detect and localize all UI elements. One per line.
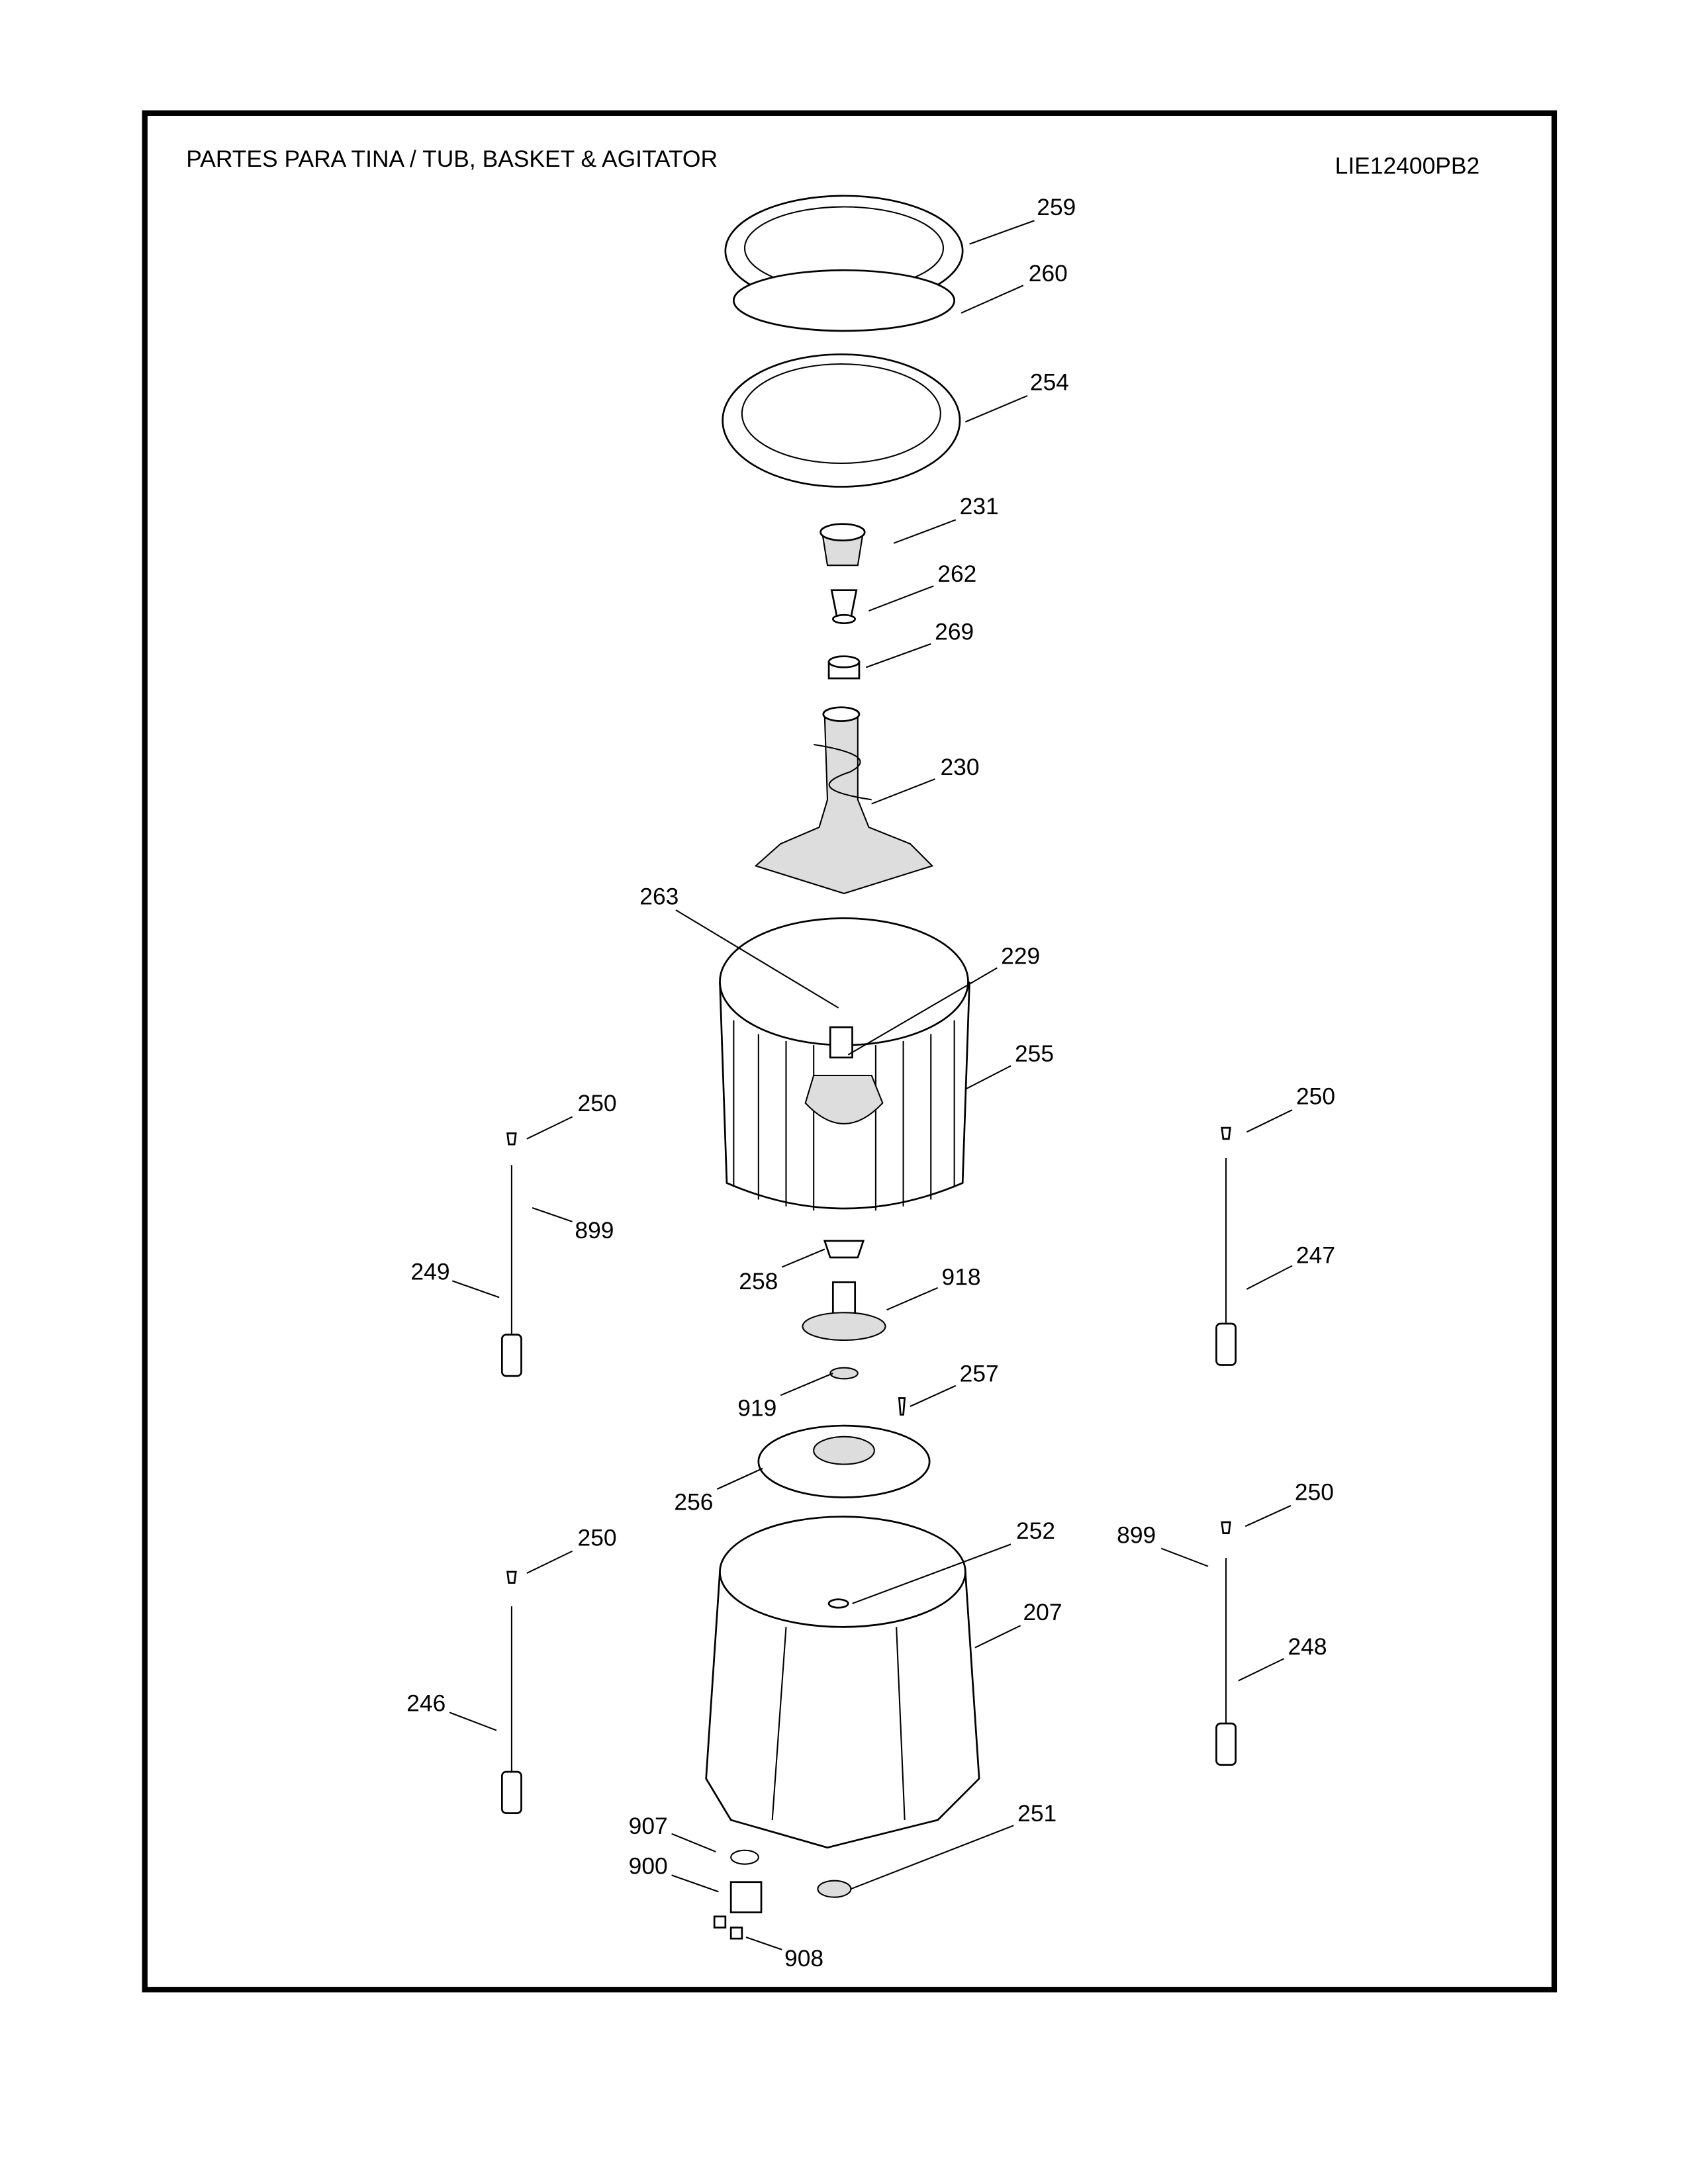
callout-262: 262	[937, 561, 976, 587]
part-207-outer-tub	[705, 1516, 980, 1849]
page-border	[142, 110, 1558, 1993]
callout-251: 251	[1017, 1800, 1056, 1827]
part-257-screw	[898, 1397, 906, 1416]
callout-252: 252	[1016, 1518, 1055, 1544]
part-907-oring	[730, 1849, 759, 1865]
part-919-nut	[829, 1367, 859, 1380]
callout-899: 899	[1117, 1522, 1156, 1548]
part-269-bushing	[827, 655, 861, 680]
part-259-lid-ring	[724, 195, 964, 332]
part-900-valve	[729, 1881, 763, 1913]
callout-255: 255	[1015, 1040, 1054, 1067]
part-908-clips	[713, 1915, 743, 1940]
callout-257: 257	[960, 1361, 999, 1387]
callout-250: 250	[578, 1524, 617, 1551]
callout-919: 919	[737, 1395, 776, 1422]
callout-269: 269	[935, 619, 974, 645]
part-251-grommet	[817, 1880, 852, 1898]
callout-248: 248	[1288, 1633, 1327, 1660]
callout-918: 918	[942, 1264, 981, 1291]
part-262-cone	[830, 589, 858, 625]
callout-908: 908	[784, 1945, 823, 1972]
suspension-rod-246	[500, 1570, 522, 1814]
diagram-title: PARTES PARA TINA / TUB, BASKET & AGITATO…	[186, 146, 718, 172]
callout-256: 256	[674, 1488, 713, 1515]
callout-907: 907	[629, 1813, 668, 1839]
callout-900: 900	[629, 1852, 668, 1879]
part-258-seal	[823, 1240, 865, 1259]
callout-254: 254	[1030, 369, 1069, 396]
callout-229: 229	[1001, 942, 1040, 969]
part-254-balance-ring	[722, 353, 961, 488]
callout-250: 250	[578, 1090, 617, 1116]
callout-259: 259	[1037, 194, 1076, 220]
part-231-cap	[820, 523, 866, 567]
part-256-mount-plate	[757, 1424, 931, 1498]
leader-lines	[449, 220, 1293, 1950]
callout-246: 246	[406, 1690, 445, 1716]
callout-249: 249	[410, 1258, 449, 1285]
suspension-rod-249	[500, 1132, 522, 1377]
suspension-rod-248	[1215, 1521, 1237, 1766]
callout-250: 250	[1296, 1083, 1335, 1110]
part-255-basket	[719, 917, 970, 1211]
callout-899: 899	[575, 1217, 614, 1244]
callout-231: 231	[960, 493, 999, 520]
callout-230: 230	[940, 754, 979, 780]
callout-250: 250	[1295, 1479, 1334, 1506]
model-number: LIE12400PB2	[1335, 153, 1480, 179]
part-918-hub	[802, 1281, 886, 1342]
callout-247: 247	[1296, 1242, 1335, 1268]
suspension-rod-247	[1215, 1126, 1237, 1366]
callout-263: 263	[639, 884, 679, 910]
callout-207: 207	[1023, 1599, 1062, 1625]
part-230-agitator	[754, 706, 934, 895]
callout-260: 260	[1029, 260, 1068, 287]
callout-258: 258	[739, 1268, 778, 1295]
